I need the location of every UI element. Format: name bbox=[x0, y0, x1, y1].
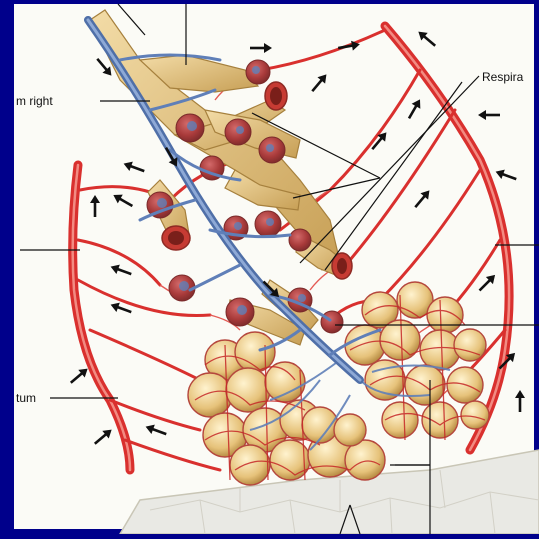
label-septum: tum bbox=[16, 391, 36, 405]
label-right-branch: m right bbox=[16, 94, 53, 108]
label-respiratory: Respira bbox=[482, 70, 523, 84]
